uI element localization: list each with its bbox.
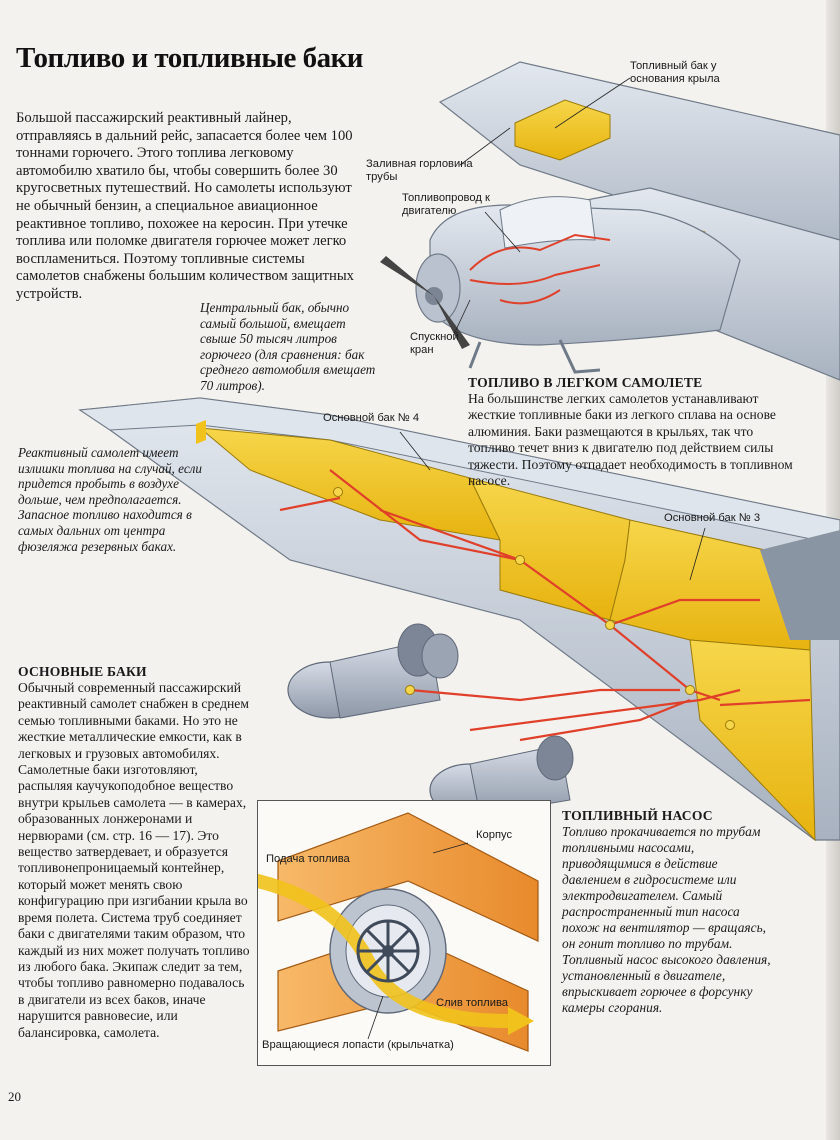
page-title: Топливо и топливные баки	[16, 42, 364, 74]
fuel-valve	[605, 620, 615, 630]
fuel-valve	[333, 487, 343, 497]
leader-line	[399, 431, 431, 471]
propeller-blade	[380, 256, 434, 296]
leader-line	[459, 127, 511, 166]
label-pump-housing: Корпус	[476, 829, 513, 841]
fuel-valve	[515, 555, 525, 565]
pump-housing-top	[277, 812, 539, 942]
leader-line	[554, 77, 631, 129]
central-tank-note: Центральный бак, обычно самый большой, в…	[200, 300, 376, 393]
fuel-flow-arrow	[258, 874, 515, 1028]
page-number: 20	[8, 1089, 21, 1104]
light-plane-fuel-lines	[469, 233, 611, 305]
jet-engine	[287, 623, 459, 719]
fuel-flow-arrowhead	[508, 1007, 534, 1035]
pump-heading: Топливный насос	[562, 808, 713, 823]
light-plane-tank-left	[514, 99, 611, 161]
impeller-hub	[382, 945, 394, 957]
fuel-valve	[405, 685, 415, 695]
fuel-pump-inset: Корпус Подача топлива Слив топлива Враща…	[257, 800, 551, 1066]
light-plane-cockpit	[499, 196, 596, 249]
label-filler-neck: Заливная горловина трубы	[366, 158, 473, 183]
light-plane-text: На большинстве легких самолетов устанавл…	[468, 391, 793, 489]
main-tanks-heading: Основные баки	[18, 664, 147, 679]
leader-line	[454, 299, 471, 333]
label-drain-valve: Спускной кран	[410, 331, 459, 356]
leader-line	[689, 527, 706, 581]
wing-tip-tank	[196, 420, 206, 444]
label-impeller: Вращающиеся лопасти (крыльчатка)	[262, 1039, 454, 1051]
main-tanks-text: Обычный современный пассажирский реактив…	[18, 680, 250, 1040]
label-fuel-line: Топливопровод к двигателю	[402, 192, 490, 217]
label-main-tank-4: Основной бак № 4	[323, 412, 420, 424]
intro-paragraph: Большой пассажирский реактивный лайнер, …	[16, 110, 354, 302]
fuel-valve	[725, 720, 735, 730]
jet-wing-leading-edge	[78, 397, 840, 546]
leader-line	[432, 842, 469, 854]
label-main-tank-3: Основной бак № 3	[664, 512, 761, 524]
fuel-valve	[685, 685, 695, 695]
light-plane-illustration	[380, 61, 840, 381]
light-plane-gear	[468, 339, 601, 374]
label-fuel-out: Слив топлива	[436, 997, 509, 1009]
label-fuel-in: Подача топлива	[266, 853, 350, 865]
jet-fuselage-edge	[760, 530, 840, 640]
leader-line	[367, 995, 384, 1040]
leader-line	[484, 211, 521, 253]
reserve-tank-note: Реактивный самолет имеет излишки топлива…	[18, 445, 203, 554]
pump-text: Топливо прокачивается по трубам топливны…	[562, 824, 771, 1015]
light-plane-heading: Топливо в легком самолете	[468, 375, 703, 390]
fuel-pump-illustration	[258, 812, 539, 1052]
propeller-blade	[434, 296, 470, 349]
label-wing-root-tank: Топливный бак у основания крыла	[630, 60, 720, 85]
